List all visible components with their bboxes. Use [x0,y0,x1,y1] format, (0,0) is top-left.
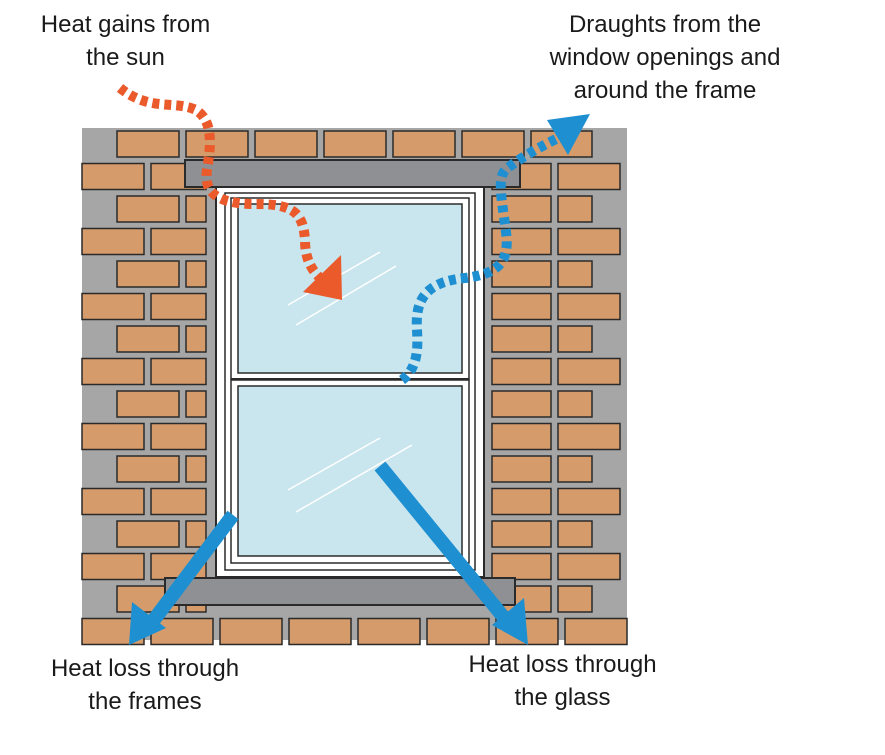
brick [81,487,145,516]
brick [116,455,180,483]
brick [81,422,145,451]
brick [254,130,318,158]
brick [491,227,552,256]
brick [491,552,552,581]
brick [557,357,621,386]
draught-arrowhead [547,114,590,155]
label-line: window openings and [549,44,781,71]
brick [426,617,490,646]
label-heat-gains-sun: Heat gains from the sun [18,8,233,74]
label-heat-loss-frames: Heat loss through the frames [25,652,265,718]
brick [150,487,207,516]
brick [219,617,283,646]
brick [150,617,214,646]
brick [81,227,145,256]
brick [392,130,456,158]
brick [81,552,145,581]
brick [185,130,249,158]
heat-loss-glass-arrow [374,461,516,630]
brick [557,585,593,613]
brick [185,325,207,353]
brick [491,357,552,386]
label-line: around the frame [573,77,757,104]
brick [185,260,207,288]
upper-glass-pane [237,203,463,374]
heat-loss-frames-arrowhead [129,602,166,645]
label-line: the glass [514,684,611,711]
brick [116,260,180,288]
brick [357,617,421,646]
heat-gain-arrow [116,83,324,282]
window [215,186,485,578]
brick [491,520,552,548]
brick [81,292,145,321]
brick [150,422,207,451]
brick [150,357,207,386]
label-heat-loss-glass: Heat loss through the glass [440,648,685,714]
brick [557,390,593,418]
brick [185,520,207,548]
label-line: Heat loss through [50,655,240,682]
brick [557,520,593,548]
label-line: the sun [86,44,165,71]
brick [288,617,352,646]
brick [150,227,207,256]
brick [564,617,628,646]
brick [557,325,593,353]
brick [557,552,621,581]
label-line: the frames [88,688,202,715]
brick [491,390,552,418]
glass-reflections [287,251,413,513]
brick [491,455,552,483]
brick [557,260,593,288]
brick [116,130,180,158]
brick [185,455,207,483]
draught-arrow [398,133,561,384]
brick [81,357,145,386]
brick [557,487,621,516]
brick [116,325,180,353]
heat-loss-glass-arrowhead [492,598,528,645]
brick [557,195,593,223]
brick [491,325,552,353]
brick [81,162,145,191]
label-line: Draughts from the [568,11,762,38]
brick [557,227,621,256]
brick [185,195,207,223]
brick [116,390,180,418]
window-sill [164,577,516,606]
label-line: Heat gains from [40,11,211,38]
brick [557,292,621,321]
brick [491,292,552,321]
brick [116,520,180,548]
brick [116,195,180,223]
brick [491,422,552,451]
label-draughts: Draughts from the window openings and ar… [510,8,820,107]
brick [150,292,207,321]
brick [185,390,207,418]
brick [557,422,621,451]
lintel-top [184,159,521,188]
heat-loss-frames-arrow [144,510,239,630]
brick [491,487,552,516]
brick [461,130,525,158]
brick [323,130,387,158]
heat-gain-arrowhead [303,255,342,300]
brick [557,455,593,483]
brick [557,162,621,191]
label-line: Heat loss through [468,651,657,678]
